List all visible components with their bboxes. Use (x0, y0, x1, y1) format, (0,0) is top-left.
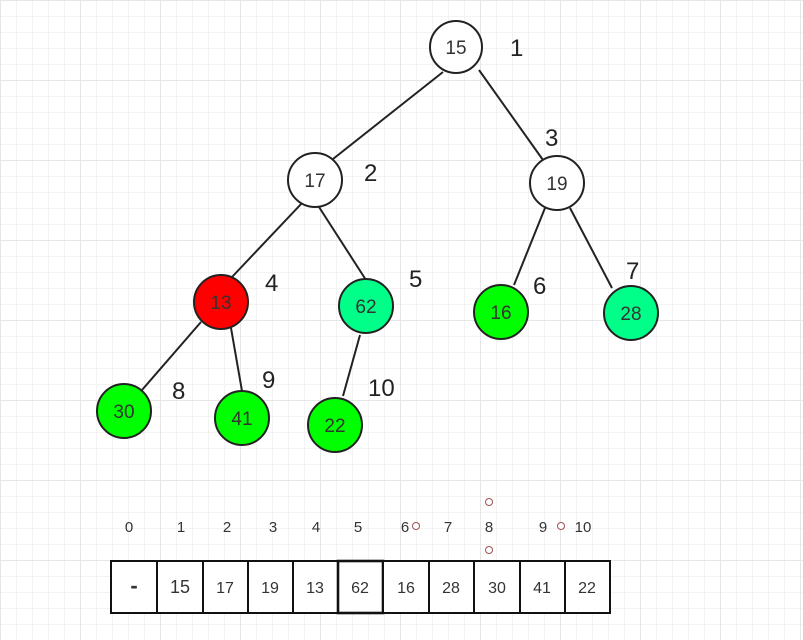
tree-node-value: 30 (113, 402, 134, 423)
tree-node-index-label: 8 (172, 378, 185, 405)
edge-2-5 (318, 206, 367, 281)
tree-node-circle (287, 152, 343, 208)
tree-node-index-label: 7 (626, 258, 639, 285)
array-index-label: 6 (401, 519, 409, 536)
tree-node[interactable]: 13 4 (193, 270, 278, 330)
array-index-label: 9 (539, 519, 547, 536)
tree-node-circle (96, 383, 152, 439)
tree-node-value: 15 (445, 38, 466, 59)
tree-edges (141, 69, 613, 397)
array-index-label: 10 (575, 519, 592, 536)
edge-4-9 (230, 327, 243, 392)
tree-node-index-label: 4 (265, 270, 278, 297)
array-cell-value: 62 (351, 580, 369, 597)
tree-node-value: 62 (355, 297, 376, 318)
array-cell-value: 16 (397, 580, 415, 597)
tree-node[interactable]: 62 5 (338, 266, 422, 334)
tree-node-value: 16 (490, 303, 511, 324)
array-index-label: 4 (312, 519, 320, 536)
edge-2-4 (231, 201, 304, 278)
edge-1-3 (478, 69, 544, 161)
tree-node-value: 19 (546, 174, 567, 195)
tree-node-value: 28 (620, 304, 641, 325)
array-cell[interactable]: 62 (336, 559, 385, 615)
array-cell[interactable]: 28 (428, 560, 475, 614)
tree-node-value: 22 (324, 416, 345, 437)
tree-node-circle (193, 274, 249, 330)
array-index-label: 3 (269, 519, 277, 536)
array-index-label: 2 (223, 519, 231, 536)
tree-node-value: 17 (304, 171, 325, 192)
edge-3-6 (513, 207, 546, 286)
tree-node[interactable]: 41 9 (214, 367, 275, 446)
array-cell-value: 15 (170, 577, 190, 597)
heap-array: - 15 17 19 13 62 16 28 (110, 559, 611, 615)
array-cell-value: - (130, 573, 137, 598)
array-cell-value: 17 (216, 580, 234, 597)
tree-node-circle (307, 397, 363, 453)
tree-node-index-label: 2 (364, 160, 377, 187)
tree-node-index-label: 9 (262, 367, 275, 394)
tree-node-circle (473, 284, 529, 340)
resize-handle[interactable] (412, 522, 420, 530)
array-cell[interactable]: 41 (519, 560, 566, 614)
selection-handles[interactable] (412, 498, 565, 554)
tree-node-index-label: 3 (545, 125, 558, 152)
array-cell-value: 28 (442, 580, 460, 597)
array-index-label: 8 (485, 519, 493, 536)
tree-node-index-label: 1 (510, 35, 523, 62)
tree-node[interactable]: 17 2 (287, 152, 377, 208)
array-cell-value: 30 (488, 580, 506, 597)
edge-1-2 (332, 71, 444, 160)
array-cell[interactable]: - (110, 560, 158, 614)
tree-node-index-label: 6 (533, 273, 546, 300)
array-index-label: 7 (444, 519, 452, 536)
tree-node-circle (429, 20, 483, 74)
array-cell-value: 22 (578, 580, 596, 597)
resize-handle[interactable] (485, 498, 493, 506)
resize-handle[interactable] (485, 546, 493, 554)
tree-node-circle (338, 278, 394, 334)
array-cell[interactable]: 13 (292, 560, 339, 614)
tree-node-value: 13 (210, 293, 231, 314)
tree-node[interactable]: 28 7 (603, 258, 659, 341)
tree-node[interactable]: 19 3 (529, 125, 585, 211)
tree-node-value: 41 (231, 409, 252, 430)
edge-3-7 (569, 207, 613, 289)
edge-5-10 (342, 334, 361, 397)
tree-node-index-label: 5 (409, 266, 422, 293)
tree-node-circle (214, 390, 270, 446)
array-index-label: 5 (354, 519, 362, 536)
edge-4-8 (141, 321, 202, 391)
array-cell[interactable]: 16 (382, 560, 430, 614)
tree-node-circle (529, 155, 585, 211)
array-cell-value: 19 (261, 580, 279, 597)
array-cell[interactable]: 19 (247, 560, 294, 614)
tree-node[interactable]: 30 8 (96, 378, 185, 439)
tree-node-index-label: 10 (368, 375, 395, 402)
tree-node[interactable]: 16 6 (473, 273, 546, 340)
array-cell[interactable]: 30 (473, 560, 521, 614)
tree-node[interactable]: 15 1 (429, 20, 523, 74)
tree-node-circle (603, 285, 659, 341)
array-index-label: 0 (125, 519, 133, 536)
array-cell[interactable]: 17 (202, 560, 249, 614)
resize-handle[interactable] (557, 522, 565, 530)
array-cell-value: 41 (533, 580, 551, 597)
tree-node[interactable]: 22 10 (307, 375, 395, 453)
array-index-row: 0 1 2 3 4 5 6 7 8 9 10 (125, 519, 592, 536)
array-cell-value: 13 (306, 580, 324, 597)
array-cell[interactable]: 15 (156, 560, 204, 614)
array-index-label: 1 (177, 519, 185, 536)
array-cell[interactable]: 22 (564, 560, 611, 614)
tree-nodes: 15 1 17 2 19 3 13 4 62 5 16 6 28 7 30 8 41 9 22 10 (96, 20, 659, 453)
